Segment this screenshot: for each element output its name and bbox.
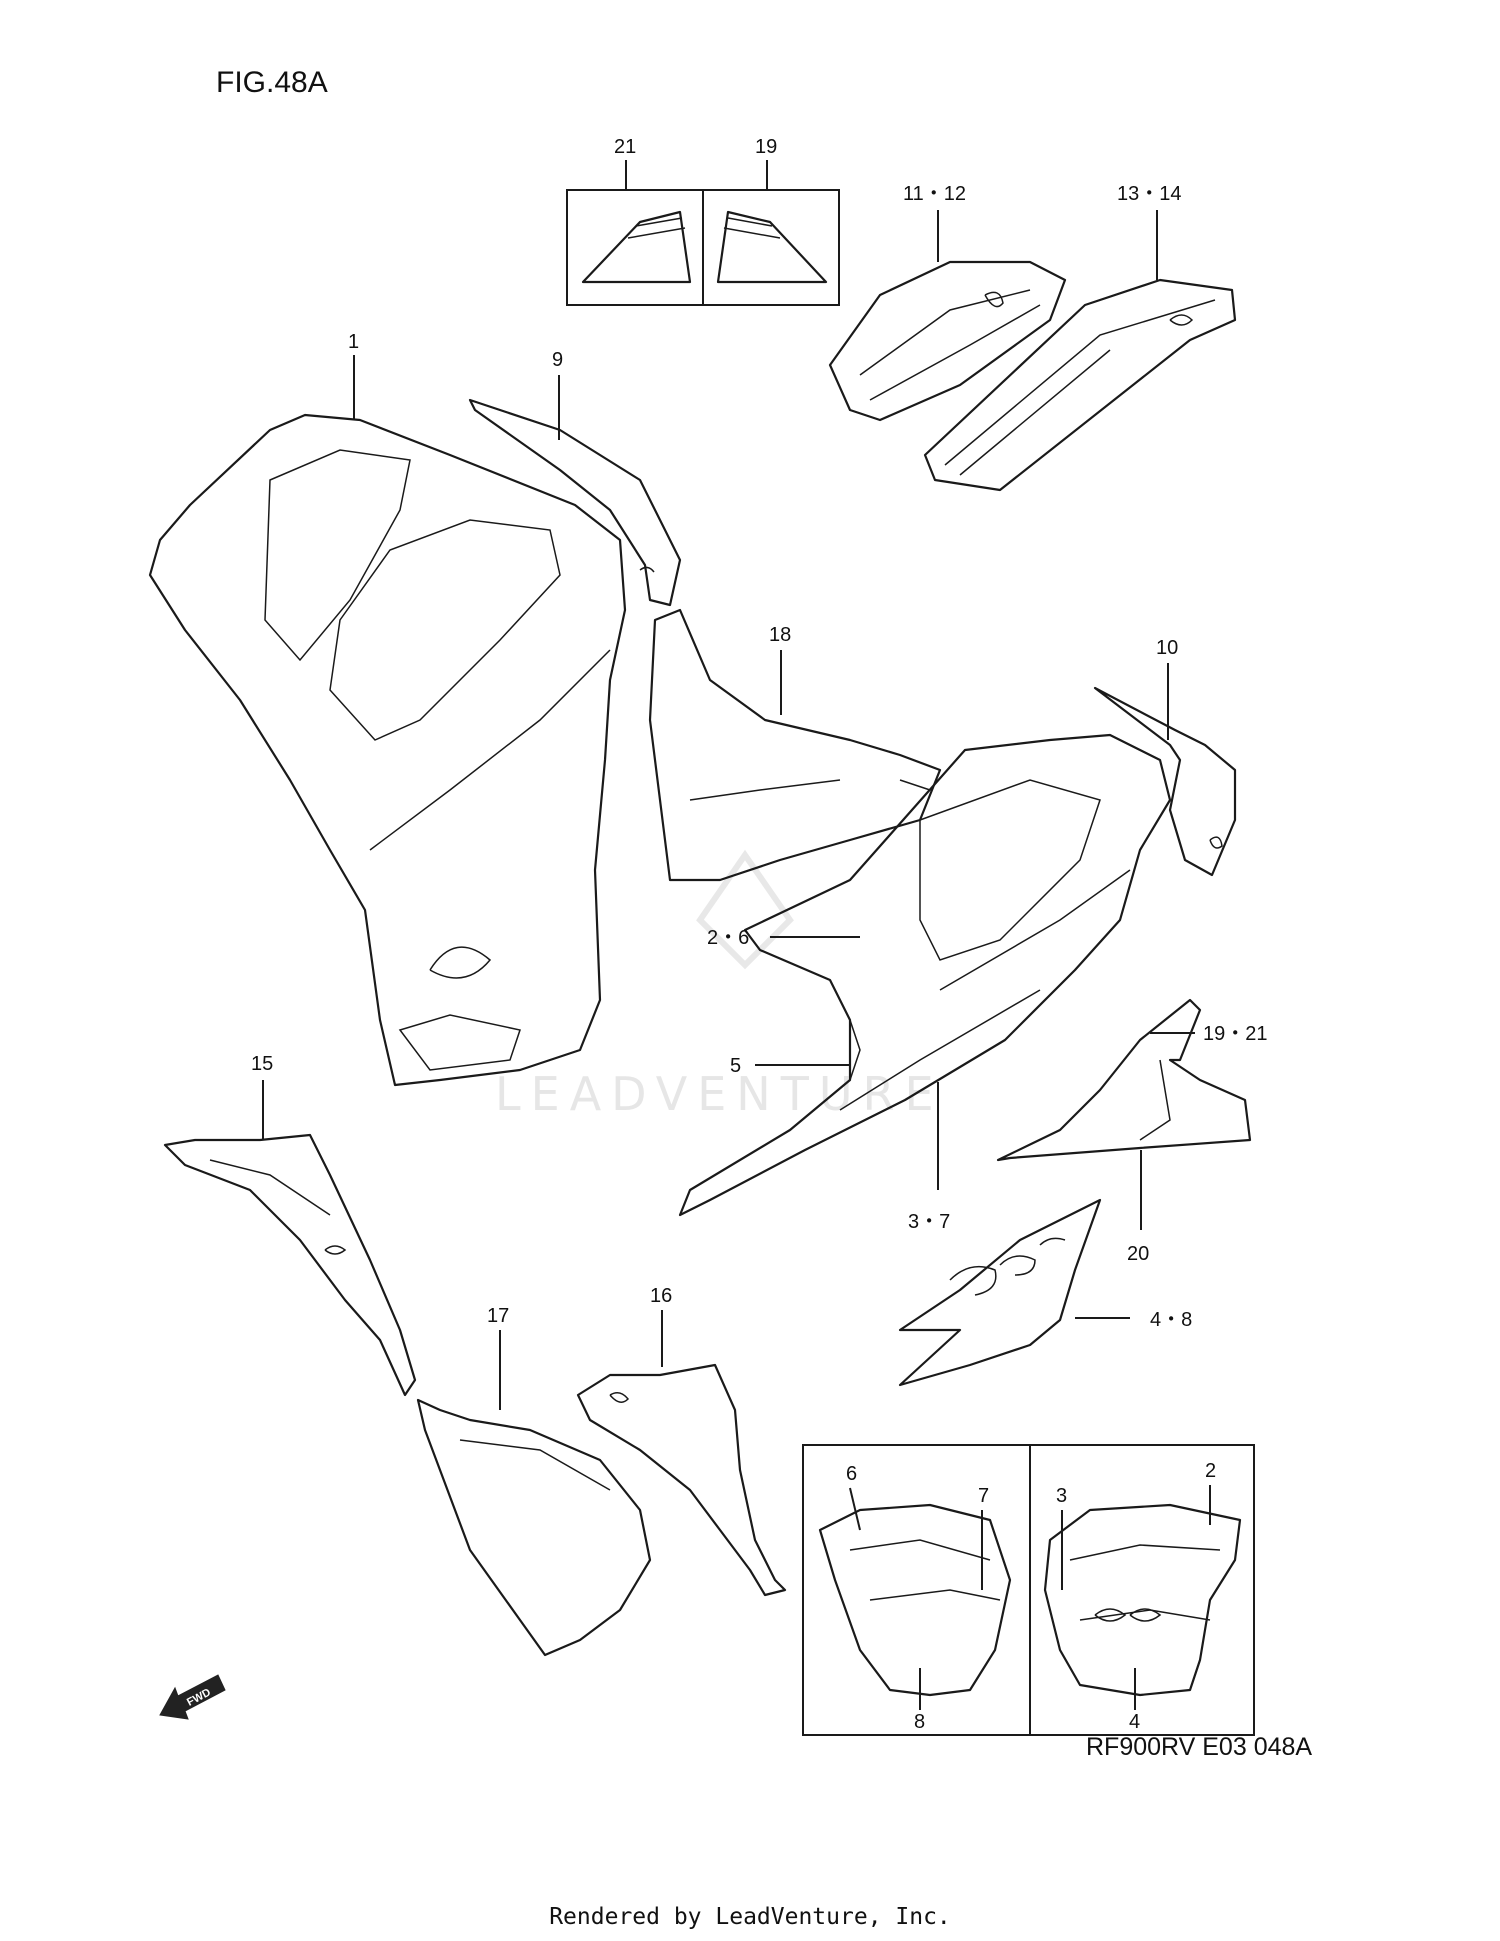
part-18-inner-panel: [648, 608, 942, 882]
detail-box-left-right-cowls: [802, 1444, 1255, 1736]
callout-2-6: 2・6: [707, 927, 749, 949]
watermark-text: LEADVENTURE: [495, 1067, 944, 1121]
part-11-12-cover: [828, 260, 1067, 422]
callout-4-8: 4・8: [1150, 1309, 1192, 1331]
part-13-14-cover: [923, 278, 1237, 492]
callout-11-12: 11・12: [903, 183, 966, 205]
callout-6: 6: [846, 1463, 857, 1485]
part-10-bracket: [1093, 686, 1237, 877]
callout-7: 7: [978, 1485, 989, 1507]
callout-21: 21: [614, 136, 636, 158]
callout-9: 9: [552, 349, 563, 371]
callout-19: 19: [755, 136, 777, 158]
callout-13-14: 13・14: [1117, 183, 1182, 205]
part-1-side-cowl: [148, 413, 627, 1087]
part-2-6-5-3-7-lower-cowl: [678, 733, 1172, 1217]
callout-3: 3: [1056, 1485, 1067, 1507]
callout-20: 20: [1127, 1243, 1149, 1265]
part-9-trim-strip: [468, 398, 682, 607]
callout-8: 8: [914, 1711, 925, 1733]
callout-4: 4: [1129, 1711, 1140, 1733]
callout-3-7: 3・7: [908, 1211, 950, 1233]
figure-code: RF900RV E03 048A: [1086, 1733, 1313, 1761]
leader-lines: [262, 160, 1211, 1710]
part-15-inner-trim: [163, 1133, 417, 1397]
callout-5: 5: [730, 1055, 741, 1077]
part-17-lower-trim: [416, 1398, 652, 1657]
part-4-8-decal: [898, 1198, 1102, 1387]
figure-title: FIG.48A: [216, 66, 328, 99]
callout-1: 1: [348, 331, 359, 353]
leadventure-watermark: LEADVENTURE: [495, 849, 944, 1121]
fwd-arrow-icon: FWD: [159, 1674, 226, 1720]
callout-19-21: 19・21: [1203, 1023, 1268, 1045]
callout-2: 2: [1205, 1460, 1216, 1482]
callout-18: 18: [769, 624, 791, 646]
part-19-21-20-side-panel: [996, 998, 1252, 1162]
callout-15: 15: [251, 1053, 273, 1075]
callout-labels: 21 19 11・12 13・14 1 9 18 10 2・6 5 19・21 …: [251, 136, 1268, 1733]
part-16-inner-panel: [576, 1363, 787, 1597]
rendered-by-footer: Rendered by LeadVenture, Inc.: [549, 1904, 951, 1930]
detail-box-21-19: [566, 189, 840, 306]
callout-17: 17: [487, 1305, 509, 1327]
callout-10: 10: [1156, 637, 1178, 659]
callout-16: 16: [650, 1285, 672, 1307]
